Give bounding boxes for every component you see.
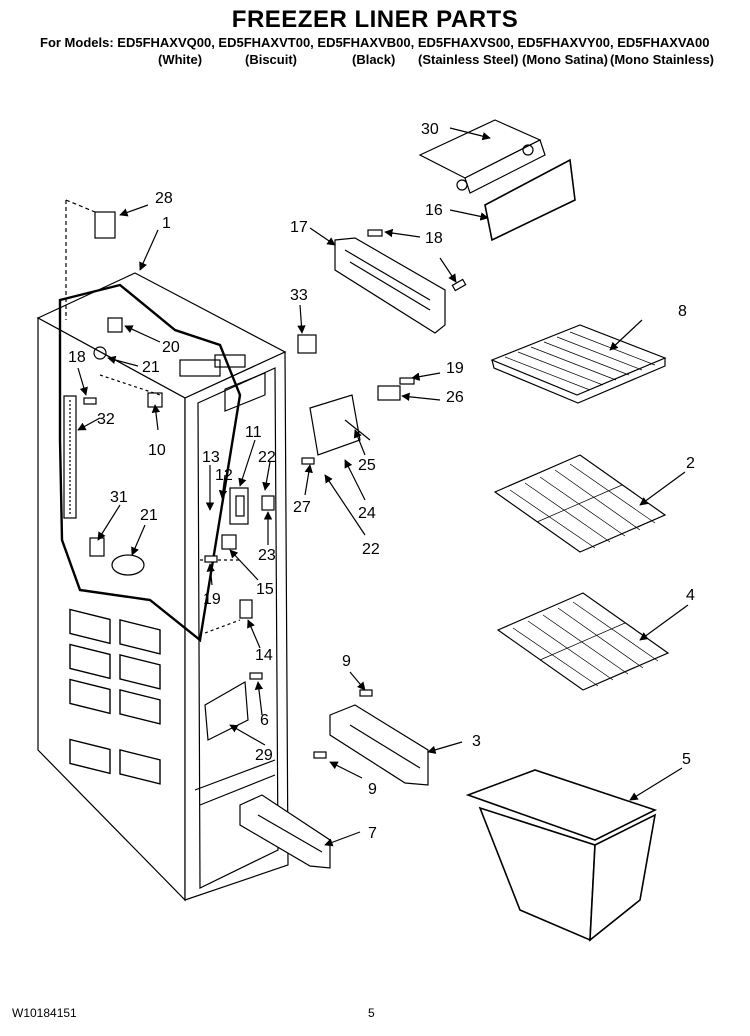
label-17: 17 bbox=[290, 219, 308, 236]
part-labels: 30 16 17 18 28 1 33 20 21 18 32 10 19 26… bbox=[68, 121, 695, 842]
cover-16 bbox=[484, 158, 576, 242]
variant-stainless-steel: (Stainless Steel) bbox=[418, 52, 519, 67]
label-24: 24 bbox=[358, 505, 376, 522]
liner-components bbox=[63, 199, 163, 576]
label-7: 7 bbox=[368, 825, 377, 842]
label-4: 4 bbox=[686, 587, 695, 604]
label-16: 16 bbox=[425, 202, 443, 219]
label-9-top: 9 bbox=[342, 653, 351, 670]
label-19-left: 19 bbox=[203, 591, 221, 608]
label-31: 31 bbox=[110, 489, 128, 506]
basket-5-drawing bbox=[465, 769, 658, 942]
label-20: 20 bbox=[162, 339, 180, 356]
screws bbox=[83, 229, 467, 759]
label-29: 29 bbox=[255, 747, 273, 764]
variant-mono-stainless: (Mono Stainless) bbox=[610, 52, 715, 67]
models-line: For Models: ED5FHAXVQ00, ED5FHAXVT00, ED… bbox=[40, 35, 710, 50]
label-9-bottom: 9 bbox=[368, 781, 377, 798]
label-32: 32 bbox=[97, 411, 115, 428]
label-1: 1 bbox=[162, 215, 171, 232]
label-23: 23 bbox=[258, 547, 276, 564]
part-33-drawing bbox=[297, 334, 317, 354]
label-26: 26 bbox=[446, 389, 464, 406]
variant-black: (Black) bbox=[352, 52, 396, 67]
housing-17 bbox=[334, 237, 446, 334]
label-21-bottom: 21 bbox=[140, 507, 158, 524]
page-number: 5 bbox=[368, 1006, 375, 1020]
shelf-4-drawing bbox=[496, 592, 670, 691]
shelf-2-drawing bbox=[493, 454, 667, 553]
label-22-left: 22 bbox=[258, 449, 276, 466]
hinge-bracket-30 bbox=[418, 119, 546, 194]
label-12: 12 bbox=[215, 467, 233, 484]
trim-3-drawing bbox=[329, 704, 429, 786]
label-30: 30 bbox=[421, 121, 439, 138]
shelf-8-drawing bbox=[490, 324, 667, 404]
label-28: 28 bbox=[155, 190, 173, 207]
label-15: 15 bbox=[256, 581, 274, 598]
label-19-top: 19 bbox=[446, 360, 464, 377]
label-10: 10 bbox=[148, 442, 166, 459]
label-13: 13 bbox=[202, 449, 220, 466]
trim-7-drawing bbox=[239, 794, 331, 869]
label-27: 27 bbox=[293, 499, 311, 516]
label-6: 6 bbox=[260, 712, 269, 729]
wall-controls bbox=[200, 487, 275, 741]
leader-lines bbox=[77, 127, 689, 847]
label-18-left: 18 bbox=[68, 349, 86, 366]
variant-biscuit: (Biscuit) bbox=[245, 52, 297, 67]
label-3: 3 bbox=[472, 733, 481, 750]
label-5: 5 bbox=[682, 751, 691, 768]
variant-mono-satina: (Mono Satina) bbox=[522, 52, 608, 67]
label-33: 33 bbox=[290, 287, 308, 304]
label-25: 25 bbox=[358, 457, 376, 474]
label-22-right: 22 bbox=[362, 541, 380, 558]
label-11: 11 bbox=[245, 424, 262, 441]
label-18-top: 18 bbox=[425, 230, 443, 247]
control-assembly bbox=[309, 385, 401, 456]
label-14: 14 bbox=[255, 647, 273, 664]
label-21-top: 21 bbox=[142, 359, 160, 376]
label-2: 2 bbox=[686, 455, 695, 472]
document-number: W10184151 bbox=[12, 1006, 77, 1020]
label-8: 8 bbox=[678, 303, 687, 320]
variant-white: (White) bbox=[158, 52, 203, 67]
page-title: FREEZER LINER PARTS bbox=[231, 6, 519, 33]
